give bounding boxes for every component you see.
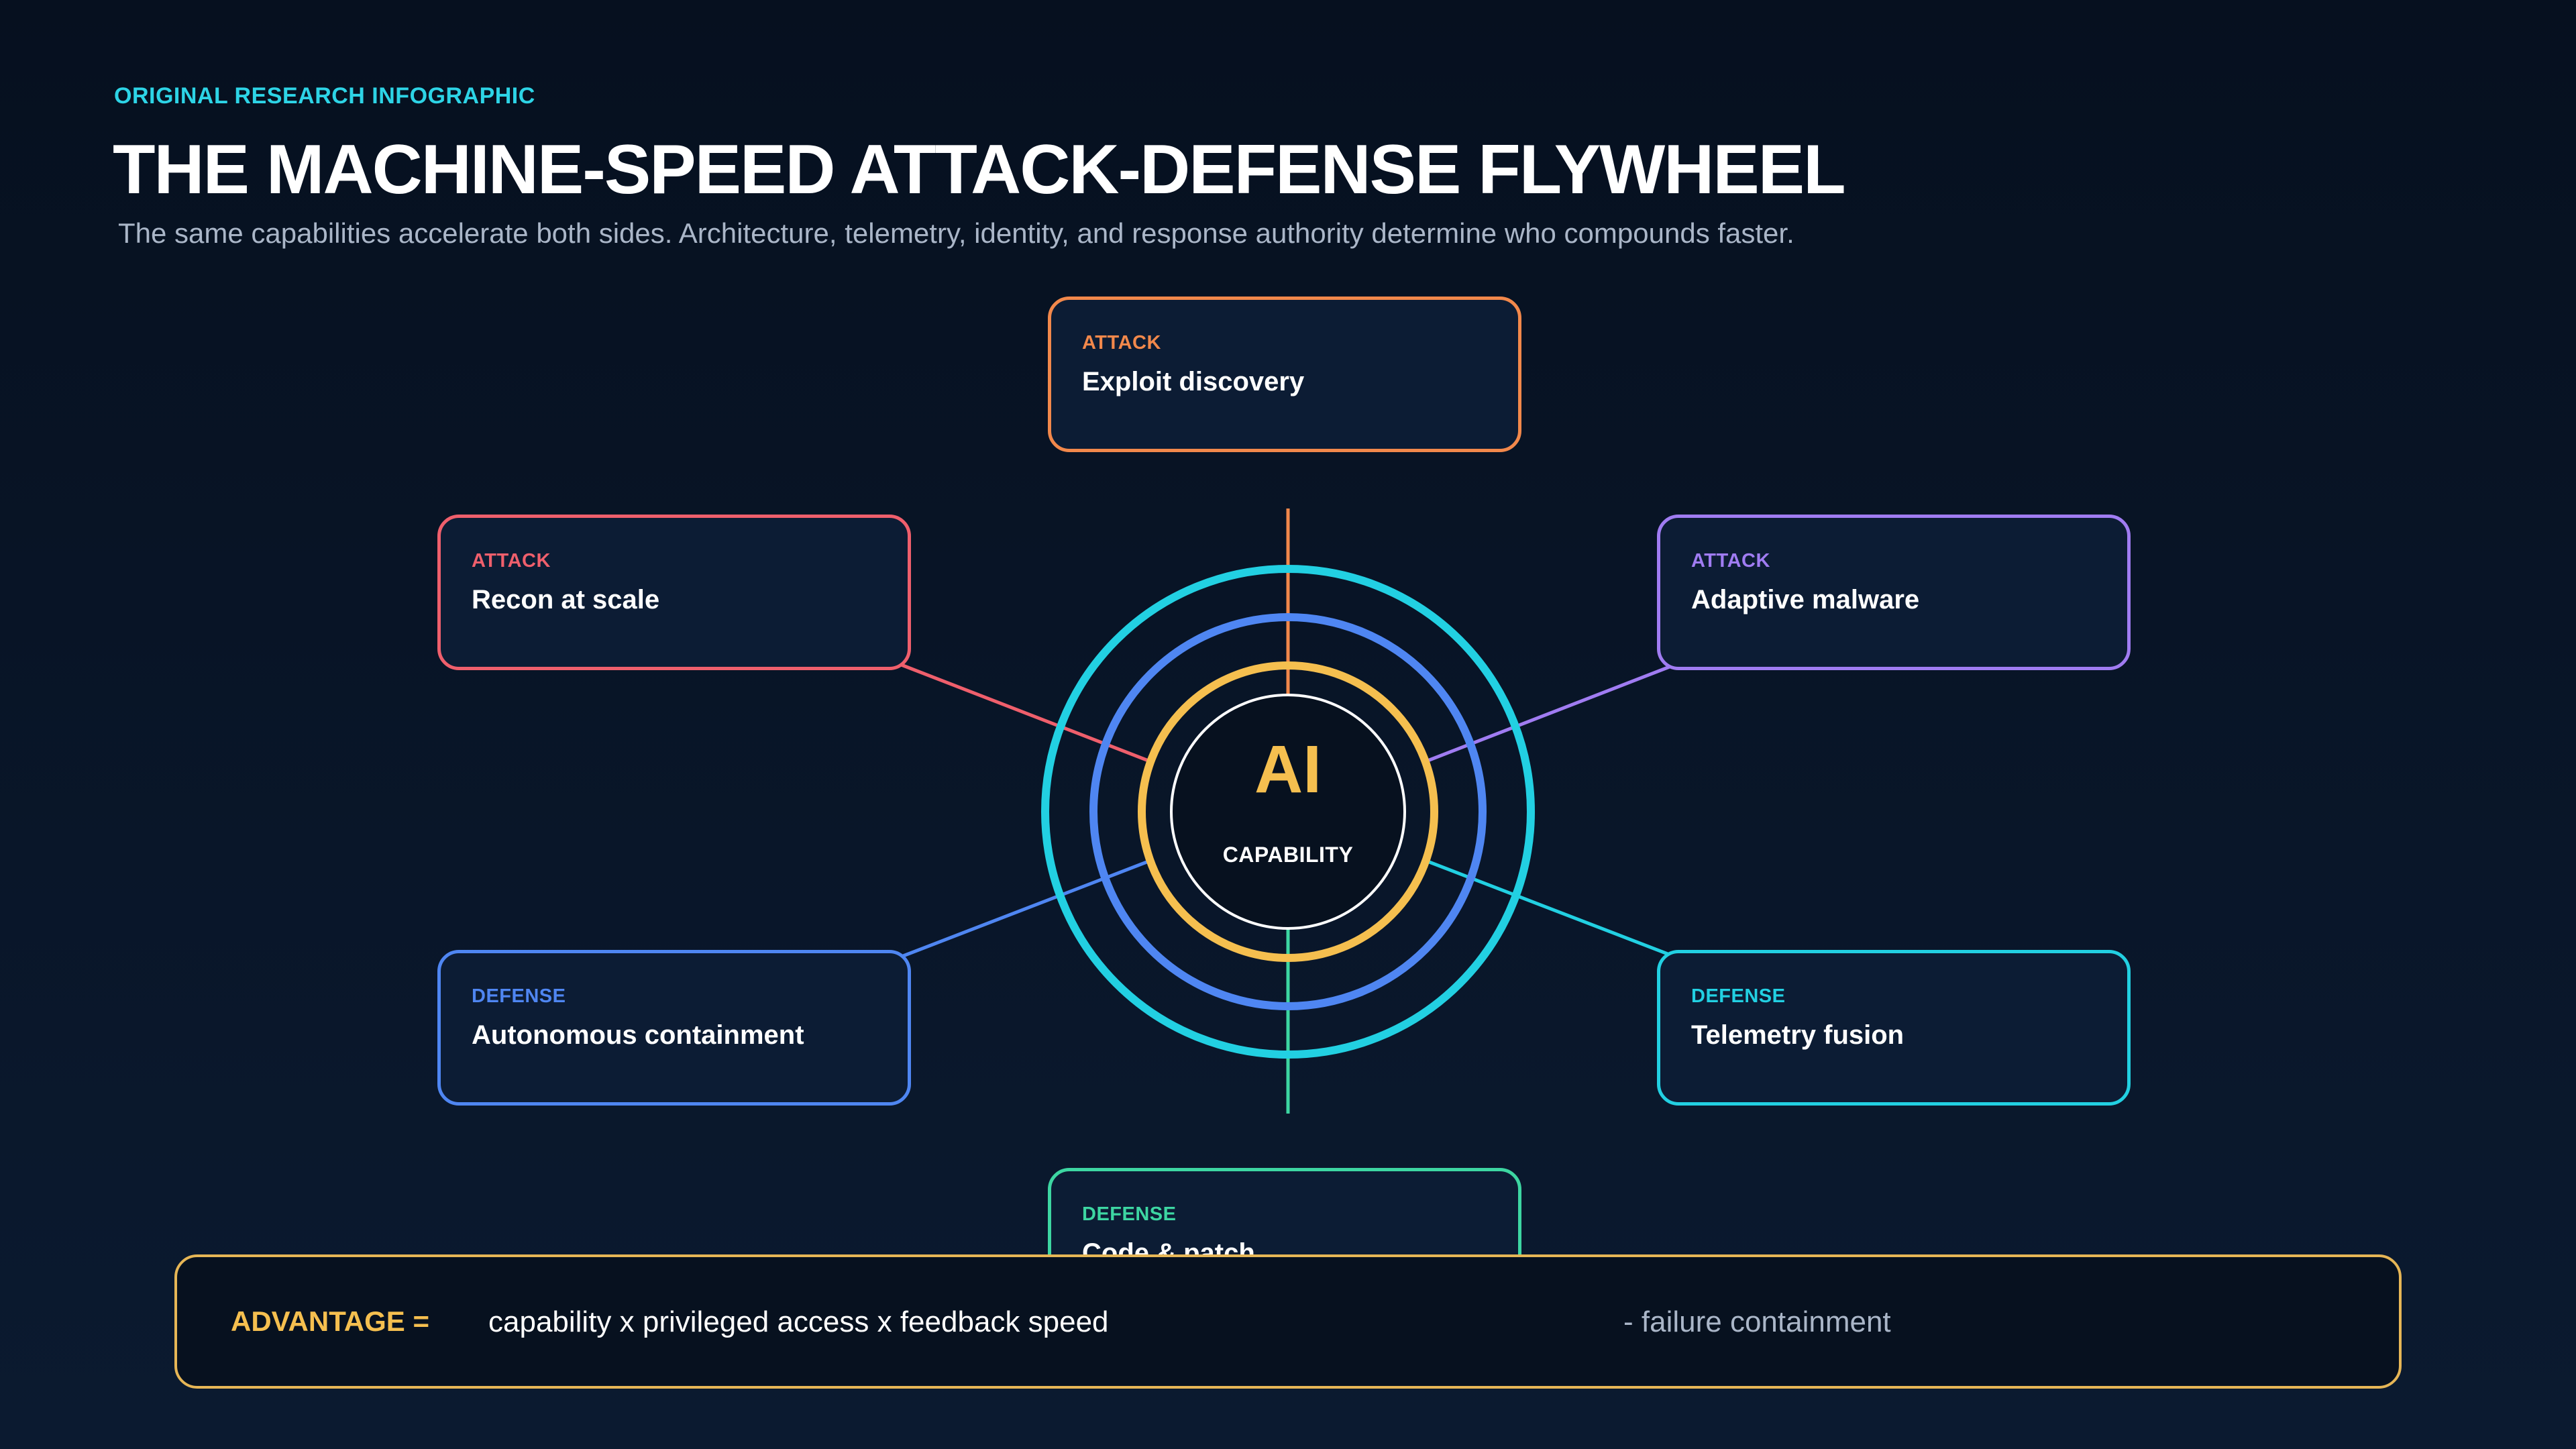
node-recon-at-scale: ATTACK Recon at scale <box>437 515 911 670</box>
node-label: Exploit discovery <box>1082 367 1305 396</box>
node-tag: DEFENSE <box>1082 1203 1177 1225</box>
node-label: Adaptive malware <box>1691 585 1920 614</box>
node-tag: DEFENSE <box>1691 985 1786 1007</box>
node-label: Autonomous containment <box>472 1020 804 1050</box>
connector-telemetry <box>1427 859 1686 963</box>
connector-malware <box>1427 659 1686 763</box>
formula-lhs: ADVANTAGE = <box>231 1305 429 1337</box>
core-ai-label: AI <box>1254 732 1322 807</box>
advantage-formula-box: ADVANTAGE = capability x privileged acce… <box>174 1254 2402 1389</box>
formula-expression: capability x privileged access x feedbac… <box>488 1305 1109 1338</box>
formula-penalty: - failure containment <box>1623 1305 1891 1338</box>
ring-inner <box>1138 661 1438 962</box>
ring-outer <box>1041 565 1535 1059</box>
ring-middle <box>1089 613 1487 1010</box>
node-autonomous-containment: DEFENSE Autonomous containment <box>437 950 911 1106</box>
page-subtitle: The same capabilities accelerate both si… <box>118 217 1794 249</box>
connector-containment <box>890 859 1149 963</box>
node-tag: ATTACK <box>1082 332 1161 354</box>
node-tag: DEFENSE <box>472 985 566 1007</box>
node-adaptive-malware: ATTACK Adaptive malware <box>1657 515 2131 670</box>
node-label: Recon at scale <box>472 585 660 614</box>
node-tag: ATTACK <box>1691 550 1770 572</box>
eyebrow-label: ORIGINAL RESEARCH INFOGRAPHIC <box>114 83 535 109</box>
node-label: Telemetry fusion <box>1691 1020 1904 1050</box>
node-exploit-discovery: ATTACK Exploit discovery <box>1048 297 1521 452</box>
page-title: THE MACHINE-SPEED ATTACK-DEFENSE FLYWHEE… <box>113 131 1846 209</box>
node-tag: ATTACK <box>472 550 551 572</box>
ring-core <box>1170 694 1406 930</box>
connector-recon <box>890 659 1149 763</box>
node-telemetry-fusion: DEFENSE Telemetry fusion <box>1657 950 2131 1106</box>
core-capability-label: CAPABILITY <box>1222 843 1354 867</box>
